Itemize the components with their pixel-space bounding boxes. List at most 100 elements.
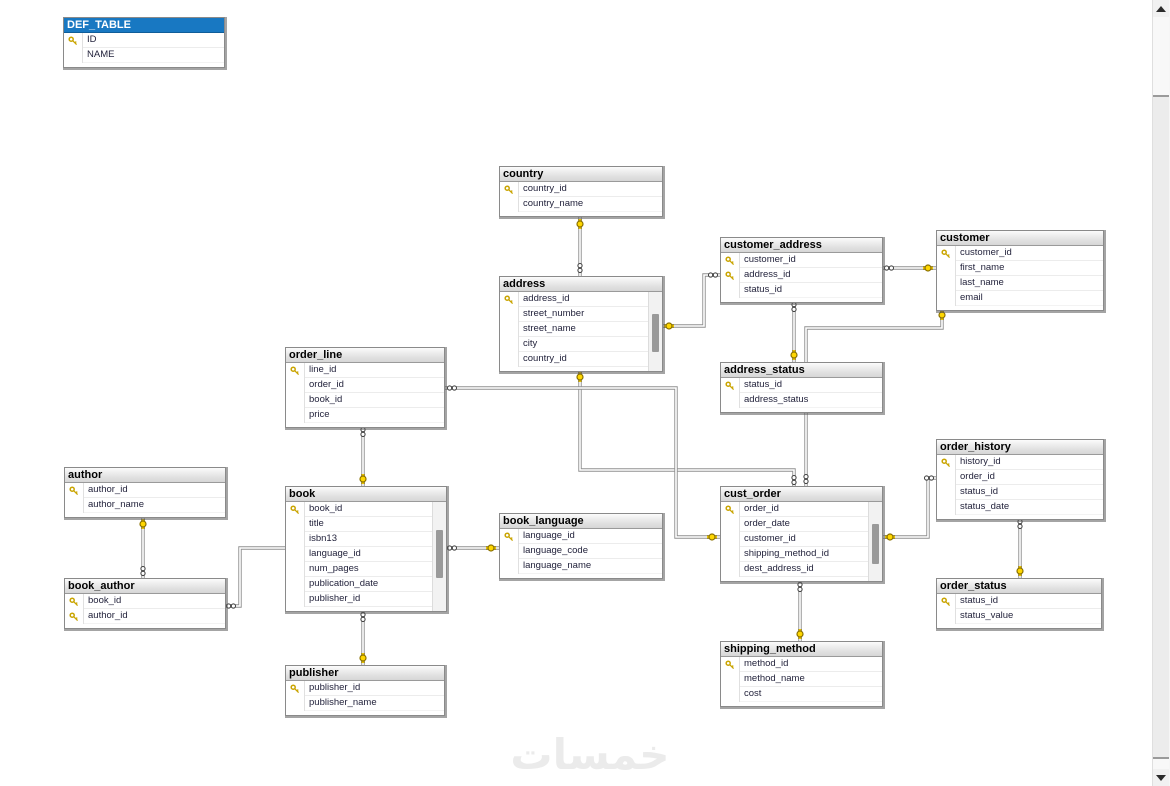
table-title-address_status[interactable]: address_status — [721, 363, 882, 378]
connector-order_line-cust_order[interactable] — [445, 385, 720, 541]
scroll-up-button[interactable] — [1153, 0, 1169, 17]
field-row-dest_address_id[interactable]: dest_address_id — [721, 562, 868, 577]
connector-author-book_author[interactable] — [139, 517, 147, 578]
field-row-book_id[interactable]: book_id — [286, 393, 444, 408]
field-row-method_name[interactable]: method_name — [721, 672, 882, 687]
field-row-author_name[interactable]: author_name — [65, 498, 225, 513]
table-inner-scrollbar-thumb[interactable] — [436, 530, 443, 578]
table-title-book_author[interactable]: book_author — [65, 579, 225, 594]
field-row-address_id[interactable]: address_id — [721, 268, 882, 283]
field-row-language_id[interactable]: language_id — [500, 529, 662, 544]
table-inner-scrollbar[interactable] — [432, 502, 446, 611]
field-row-cost[interactable]: cost — [721, 687, 882, 702]
connector-customer_address-address_status[interactable] — [790, 300, 798, 362]
field-row-status_value[interactable]: status_value — [937, 609, 1101, 624]
table-title-book_language[interactable]: book_language — [500, 514, 662, 529]
field-row-price[interactable]: price — [286, 408, 444, 423]
connector-book-publisher[interactable] — [359, 610, 367, 665]
field-row-order_id[interactable]: order_id — [286, 378, 444, 393]
table-title-customer_address[interactable]: customer_address — [721, 238, 882, 253]
table-inner-scrollbar-thumb[interactable] — [652, 314, 659, 352]
field-row-publication_date[interactable]: publication_date — [286, 577, 432, 592]
field-row-address_id[interactable]: address_id — [500, 292, 648, 307]
field-row-order_id[interactable]: order_id — [937, 470, 1103, 485]
field-row-country_id[interactable]: country_id — [500, 182, 662, 197]
table-title-publisher[interactable]: publisher — [286, 666, 444, 681]
field-row-history_id[interactable]: history_id — [937, 455, 1103, 470]
field-row-status_id[interactable]: status_id — [937, 594, 1101, 609]
table-title-author[interactable]: author — [65, 468, 225, 483]
table-title-book[interactable]: book — [286, 487, 446, 502]
table-title-customer[interactable]: customer — [937, 231, 1103, 246]
field-row-method_id[interactable]: method_id — [721, 657, 882, 672]
connector-order_line-book[interactable] — [359, 425, 367, 486]
connector-customer_address-customer[interactable] — [881, 264, 936, 272]
table-title-shipping_method[interactable]: shipping_method — [721, 642, 882, 657]
field-row-customer_id[interactable]: customer_id — [721, 253, 882, 268]
field-row-author_id[interactable]: author_id — [65, 483, 225, 498]
table-title-address[interactable]: address — [500, 277, 662, 292]
field-row-title[interactable]: title — [286, 517, 432, 532]
field-row-isbn13[interactable]: isbn13 — [286, 532, 432, 547]
field-row-author_id[interactable]: author_id — [65, 609, 225, 624]
field-row-order_date[interactable]: order_date — [721, 517, 868, 532]
connector-address-customer_address[interactable] — [661, 272, 720, 330]
field-row-publisher_id[interactable]: publisher_id — [286, 681, 444, 696]
field-row-customer_id[interactable]: customer_id — [721, 532, 868, 547]
field-row-first_name[interactable]: first_name — [937, 261, 1103, 276]
connector-cust_order-order_history[interactable] — [881, 475, 936, 541]
table-inner-scrollbar-thumb[interactable] — [872, 524, 879, 564]
field-row-publisher_id[interactable]: publisher_id — [286, 592, 432, 607]
field-row-status_id[interactable]: status_id — [937, 485, 1103, 500]
field-row-customer_id[interactable]: customer_id — [937, 246, 1103, 261]
table-title-def_table[interactable]: DEF_TABLE — [64, 18, 224, 33]
table-inner-scrollbar[interactable] — [648, 292, 662, 371]
table-title-country[interactable]: country — [500, 167, 662, 182]
field-row-book_id[interactable]: book_id — [65, 594, 225, 609]
table-title-order_history[interactable]: order_history — [937, 440, 1103, 455]
connector-book-book_language[interactable] — [445, 544, 499, 552]
field-row-order_id[interactable]: order_id — [721, 502, 868, 517]
scrollbar-track[interactable] — [1153, 17, 1169, 769]
field-row-ID[interactable]: ID — [64, 33, 224, 48]
vertical-scrollbar[interactable] — [1152, 0, 1170, 786]
field-row-NAME[interactable]: NAME — [64, 48, 224, 63]
field-row-book_id[interactable]: book_id — [286, 502, 432, 517]
field-row-email[interactable]: email — [937, 291, 1103, 306]
field-row-language_id[interactable]: language_id — [286, 547, 432, 562]
field-row-address_status[interactable]: address_status — [721, 393, 882, 408]
scrollbar-thumb[interactable] — [1153, 95, 1169, 759]
field-row-status_id[interactable]: status_id — [721, 378, 882, 393]
connector-order_history-order_status[interactable] — [1016, 517, 1024, 578]
field-row-status_id[interactable]: status_id — [721, 283, 882, 298]
field-row-publisher_name[interactable]: publisher_name — [286, 696, 444, 711]
field-row-language_code[interactable]: language_code — [500, 544, 662, 559]
field-row-country_name[interactable]: country_name — [500, 197, 662, 212]
field-row-num_pages[interactable]: num_pages — [286, 562, 432, 577]
field-row-country_id[interactable]: country_id — [500, 352, 648, 367]
table-title-order_status[interactable]: order_status — [937, 579, 1101, 594]
field-row-city[interactable]: city — [500, 337, 648, 352]
connector-cust_order-shipping_method[interactable] — [796, 580, 804, 641]
field-row-shipping_method_id[interactable]: shipping_method_id — [721, 547, 868, 562]
scroll-down-button[interactable] — [1153, 769, 1169, 786]
table-title-order_line[interactable]: order_line — [286, 348, 444, 363]
field-row-street_number[interactable]: street_number — [500, 307, 648, 322]
field-row-line_id[interactable]: line_id — [286, 363, 444, 378]
